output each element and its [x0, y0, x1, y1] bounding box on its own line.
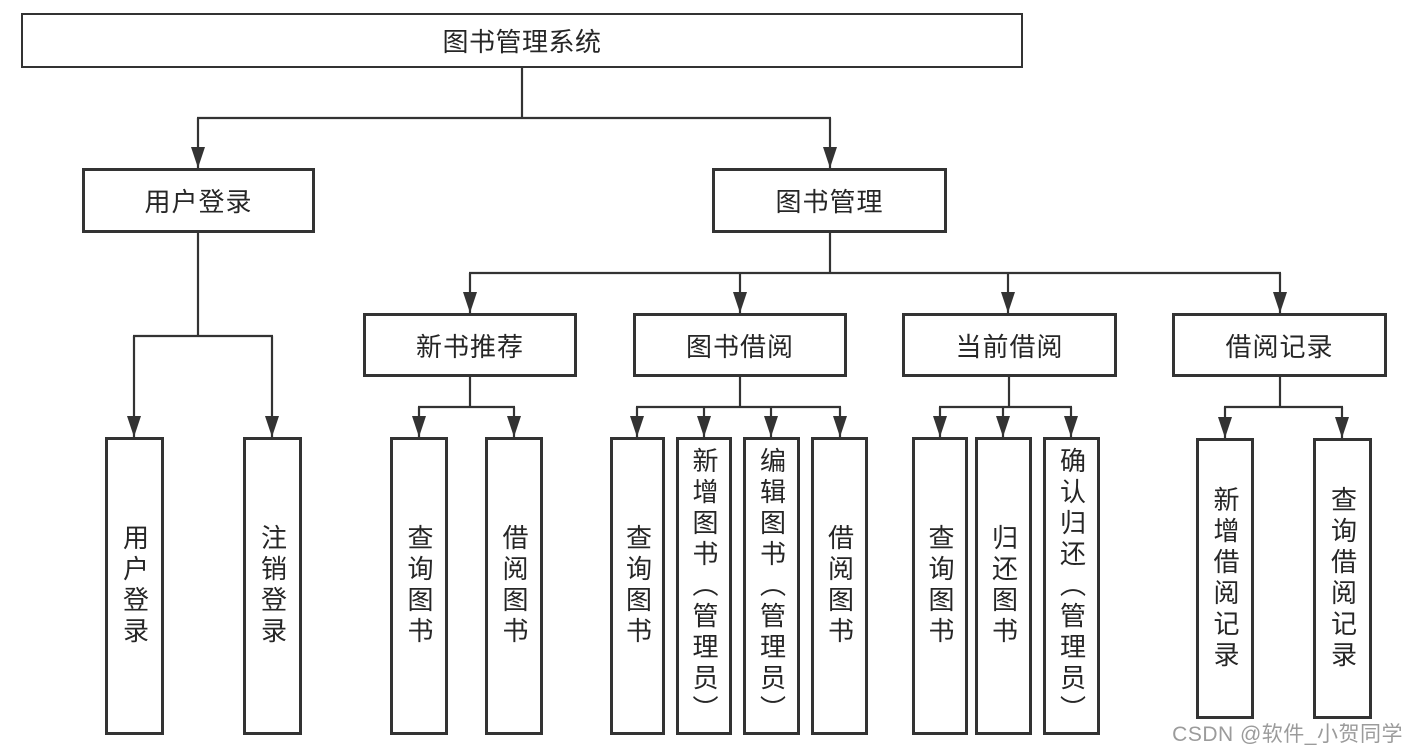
node-library-management-system: 图书管理系统: [21, 13, 1023, 68]
node-logout-action: 注销登录: [243, 437, 302, 735]
node-bb-query-book: 查询图书: [610, 437, 665, 735]
csdn-watermark: CSDN @软件_小贺同学: [1172, 723, 1403, 746]
node-cb-return-book: 归还图书: [975, 437, 1032, 735]
node-br-add-record: 新增借阅记录: [1196, 438, 1254, 719]
node-rec-borrow-book: 借阅图书: [485, 437, 543, 735]
node-new-book-recommend: 新书推荐: [363, 313, 577, 377]
node-bb-add-book-admin: 新增图书（管理员）: [676, 437, 732, 735]
node-current-borrowing: 当前借阅: [902, 313, 1117, 377]
node-bb-borrow-book: 借阅图书: [811, 437, 868, 735]
node-br-query-record: 查询借阅记录: [1313, 438, 1372, 719]
node-book-management: 图书管理: [712, 168, 947, 233]
node-cb-query-book: 查询图书: [912, 437, 968, 735]
node-book-borrowing: 图书借阅: [633, 313, 847, 377]
node-cb-confirm-return-admin: 确认归还（管理员）: [1043, 437, 1100, 735]
node-user-login: 用户登录: [82, 168, 315, 233]
node-borrowing-records: 借阅记录: [1172, 313, 1387, 377]
node-user-login-action: 用户登录: [105, 437, 164, 735]
node-bb-edit-book-admin: 编辑图书（管理员）: [743, 437, 800, 735]
node-rec-query-book: 查询图书: [390, 437, 448, 735]
